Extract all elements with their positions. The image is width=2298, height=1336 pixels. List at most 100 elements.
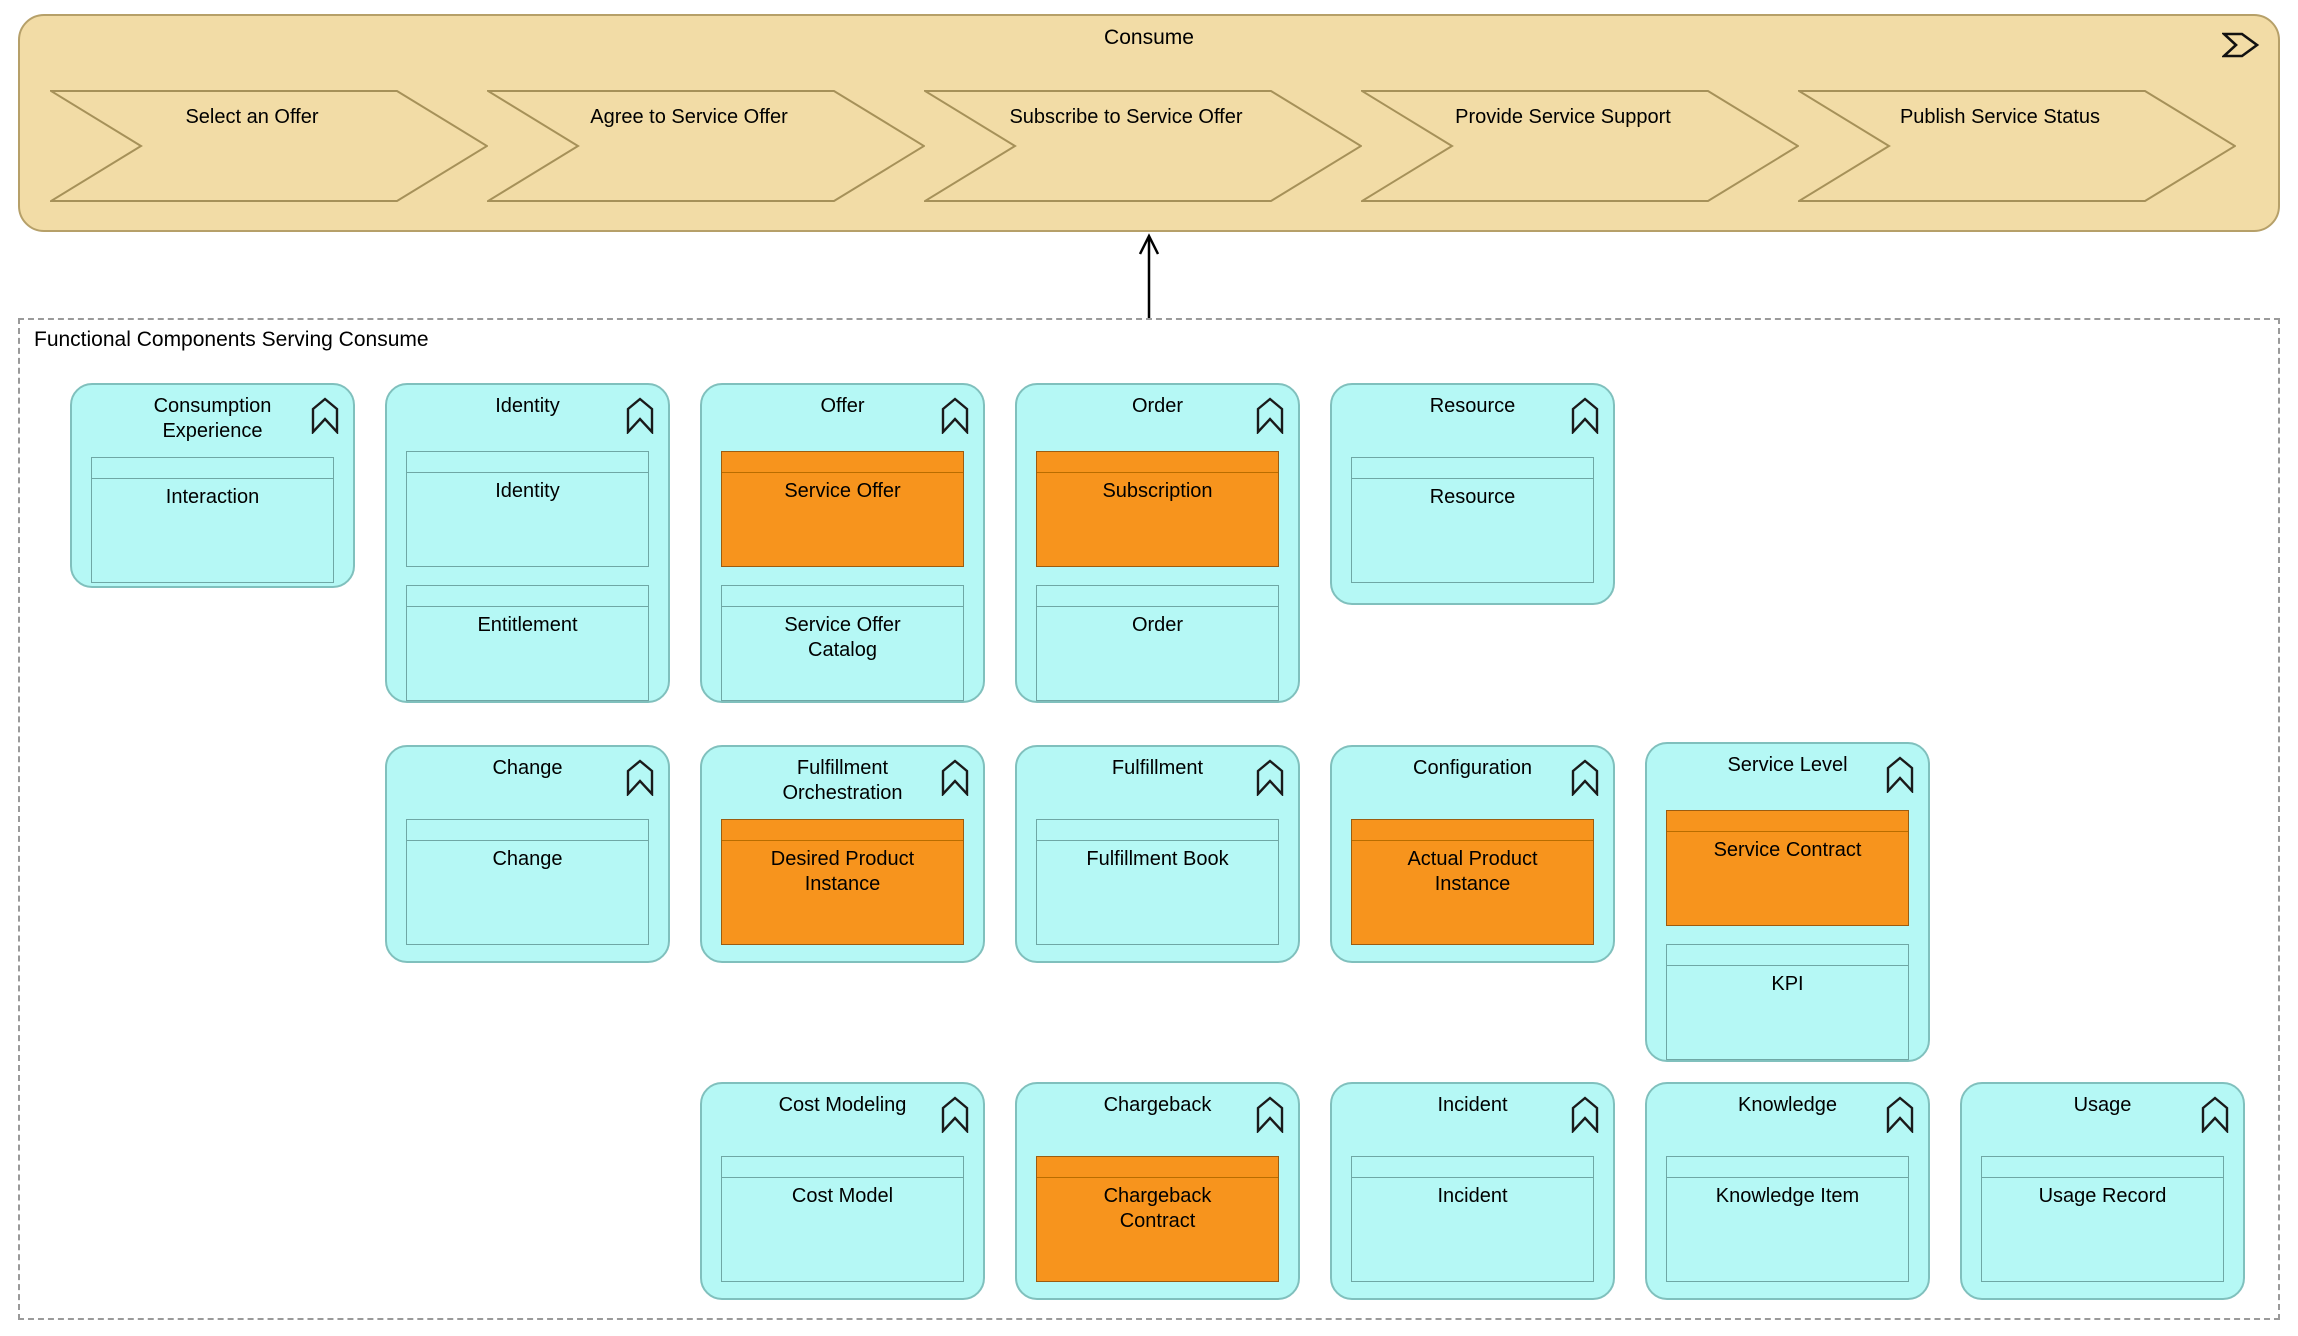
data-object-label: Service Contract [1713,839,1862,861]
component-card-cost-modeling[interactable]: Cost Modeling Cost Model [700,1082,985,1300]
bookmark-icon [940,758,970,798]
card-title: Knowledge [1738,1094,1837,1116]
process-step-publish-service-status[interactable]: Publish Service Status [1798,90,2236,202]
data-object-subscription[interactable]: Subscription [1036,451,1279,567]
process-step-select-an-offer[interactable]: Select an Offer [50,90,488,202]
component-card-change[interactable]: Change Change [385,745,670,963]
data-object-incident[interactable]: Incident [1351,1156,1594,1282]
data-object-order[interactable]: Order [1036,585,1279,701]
data-object-knowledge-item[interactable]: Knowledge Item [1666,1156,1909,1282]
data-object-header [1667,811,1908,832]
data-object-label: Service Offer [784,480,901,502]
data-object-header [1667,945,1908,966]
data-object-header [1352,820,1593,841]
data-object-label: Actual Product Instance [1407,848,1538,895]
process-step-agree-to-service-offer[interactable]: Agree to Service Offer [487,90,925,202]
process-step-subscribe-to-service-offer[interactable]: Subscribe to Service Offer [924,90,1362,202]
card-title: Fulfillment [1111,757,1204,779]
component-card-identity[interactable]: Identity Identity Entitlement [385,383,670,703]
data-object-header [1037,1157,1278,1178]
data-object-entitlement[interactable]: Entitlement [406,585,649,701]
serving-arrow [1138,233,1160,320]
data-object-actual-product-instance[interactable]: Actual Product Instance [1351,819,1594,945]
data-object-label: Entitlement [477,614,578,636]
component-card-consumption-experience[interactable]: Consumption Experience Interaction [70,383,355,588]
data-object-header [722,452,963,473]
data-object-header [722,586,963,607]
process-step-label: Publish Service Status [1899,106,2101,128]
component-card-fulfillment[interactable]: Fulfillment Fulfillment Book [1015,745,1300,963]
component-card-usage[interactable]: Usage Usage Record [1960,1082,2245,1300]
bookmark-icon [2200,1095,2230,1135]
data-object-service-contract[interactable]: Service Contract [1666,810,1909,926]
bookmark-icon [310,396,340,436]
data-object-service-offer[interactable]: Service Offer [721,451,964,567]
card-title: Incident [1437,1094,1508,1116]
bookmark-icon [1570,758,1600,798]
process-step-label: Agree to Service Offer [590,106,788,128]
data-object-interaction[interactable]: Interaction [91,457,334,583]
card-title: Identity [495,395,560,417]
data-object-change[interactable]: Change [406,819,649,945]
data-object-label: Order [1131,614,1184,636]
process-arrow-icon [2220,30,2260,60]
data-object-cost-model[interactable]: Cost Model [721,1156,964,1282]
data-object-header [1037,586,1278,607]
card-title: Service Level [1727,754,1848,776]
data-object-header [722,1157,963,1178]
process-step-provide-service-support[interactable]: Provide Service Support [1361,90,1799,202]
data-object-usage-record[interactable]: Usage Record [1981,1156,2224,1282]
data-object-kpi[interactable]: KPI [1666,944,1909,1060]
component-card-order[interactable]: Order Subscription Order [1015,383,1300,703]
data-object-header [407,586,648,607]
component-card-fulfillment-orchestration[interactable]: Fulfillment Orchestration Desired Produc… [700,745,985,963]
data-object-header [1667,1157,1908,1178]
data-object-resource[interactable]: Resource [1351,457,1594,583]
data-object-header [722,820,963,841]
process-step-label: Select an Offer [185,106,319,128]
component-card-service-level[interactable]: Service Level Service Contract KPI [1645,742,1930,1062]
component-card-configuration[interactable]: Configuration Actual Product Instance [1330,745,1615,963]
data-object-label: Resource [1429,486,1516,508]
bookmark-icon [1255,758,1285,798]
component-card-chargeback[interactable]: Chargeback Chargeback Contract [1015,1082,1300,1300]
consume-process-group[interactable]: Consume Select an Offer Agree to Service… [18,14,2280,232]
data-object-header [407,820,648,841]
data-object-header [1352,1157,1593,1178]
component-card-offer[interactable]: Offer Service Offer Service Offer Catalo… [700,383,985,703]
bookmark-icon [1570,396,1600,436]
component-card-resource[interactable]: Resource Resource [1330,383,1615,605]
data-object-label: Desired Product Instance [770,848,915,895]
data-object-desired-product-instance[interactable]: Desired Product Instance [721,819,964,945]
component-card-knowledge[interactable]: Knowledge Knowledge Item [1645,1082,1930,1300]
data-object-fulfillment-book[interactable]: Fulfillment Book [1036,819,1279,945]
card-title: Chargeback [1103,1094,1212,1116]
card-title: Cost Modeling [778,1094,907,1116]
data-object-label: KPI [1771,973,1804,995]
data-object-label: Identity [495,480,560,502]
bookmark-icon [1255,396,1285,436]
data-object-identity[interactable]: Identity [406,451,649,567]
data-object-label: Change [492,848,563,870]
card-title: Resource [1429,395,1516,417]
functional-components-title: Functional Components Serving Consume [34,328,429,351]
bookmark-icon [1885,1095,1915,1135]
bookmark-icon [1885,755,1915,795]
component-card-incident[interactable]: Incident Incident [1330,1082,1615,1300]
card-title: Order [1131,395,1184,417]
card-title: Consumption Experience [153,395,272,442]
consume-group-title: Consume [1104,26,1194,49]
data-object-header [1037,452,1278,473]
data-object-label: Incident [1437,1185,1508,1207]
data-object-label: Fulfillment Book [1086,848,1229,870]
data-object-label: Usage Record [2038,1185,2167,1207]
bookmark-icon [625,396,655,436]
data-object-header [1037,820,1278,841]
bookmark-icon [1570,1095,1600,1135]
data-object-label: Interaction [165,486,260,508]
data-object-service-offer-catalog[interactable]: Service Offer Catalog [721,585,964,701]
data-object-header [407,452,648,473]
data-object-chargeback-contract[interactable]: Chargeback Contract [1036,1156,1279,1282]
data-object-header [1982,1157,2223,1178]
